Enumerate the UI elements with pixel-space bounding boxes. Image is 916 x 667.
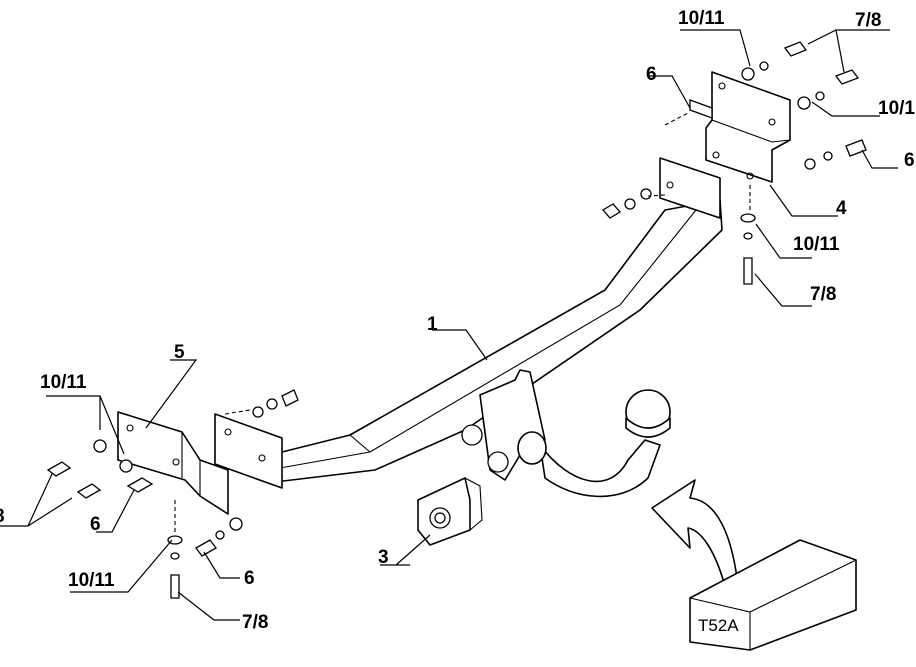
label-washer-left-bottom: 10/11 <box>68 570 115 591</box>
label-bolt-top: 6 <box>646 64 657 85</box>
t52a-box: T52A <box>689 539 857 651</box>
label-socket-plate: 3 <box>378 547 389 568</box>
label-washer-left: 10/11 <box>40 372 87 393</box>
label-bolt-left-bottom: 6 <box>244 568 255 589</box>
label-washer-right: 10/11 <box>793 234 840 255</box>
label-bolt-left-clipped: 8 <box>0 506 5 527</box>
right-bracket <box>659 71 791 219</box>
box-label: T52A <box>698 616 739 635</box>
label-washer-top: 10/11 <box>678 8 725 29</box>
label-washer-right-clipped: 10/1 <box>878 98 915 119</box>
socket-plate <box>417 424 509 546</box>
label-bolt-right-clipped: 6 <box>904 150 915 171</box>
callouts: 1 5 3 4 10/11 7/8 6 10/1 6 10/11 7/8 10/… <box>0 8 915 633</box>
left-hardware <box>46 389 299 599</box>
crossbar <box>269 199 723 483</box>
label-bolt-alt-right: 7/8 <box>810 284 836 305</box>
label-bolt-alt-left: 7/8 <box>242 612 268 633</box>
label-bolt-left: 6 <box>90 514 101 535</box>
right-hardware <box>601 41 867 285</box>
label-bar: 1 <box>427 314 438 335</box>
label-bracket-left: 5 <box>174 342 185 363</box>
leader-lines <box>0 29 898 621</box>
left-bracket <box>117 411 283 515</box>
label-bracket-right: 4 <box>836 198 847 219</box>
label-bolt-alt-top: 7/8 <box>855 10 881 31</box>
curved-arrow-icon <box>651 479 739 591</box>
ball-neck <box>479 369 671 498</box>
